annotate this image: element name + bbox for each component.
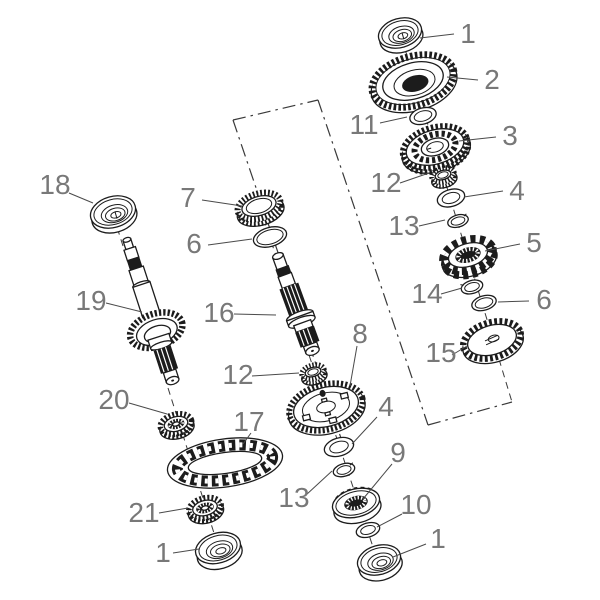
callout-18-bearing: 18 — [39, 169, 70, 200]
callout-6-circlip-right: 6 — [536, 284, 552, 315]
ball-bearing-bottom-left — [194, 531, 243, 571]
callout-4-washer-right: 4 — [509, 175, 525, 206]
leader-16 — [233, 313, 277, 316]
callout-19-countershaft: 19 — [75, 285, 106, 316]
callout-14-washer: 14 — [411, 278, 442, 309]
callout-12-bushing-right: 12 — [370, 167, 401, 198]
callout-5-dog-gear: 5 — [526, 227, 542, 258]
leader-21 — [158, 507, 189, 514]
leader-7 — [201, 199, 243, 207]
leader-14 — [440, 287, 463, 295]
washer-4-lower — [323, 436, 355, 458]
leader-12-middle — [251, 372, 300, 377]
dog-gear-5 — [439, 234, 498, 280]
leader-6-right — [497, 300, 530, 303]
callout-17-chain: 17 — [233, 406, 264, 437]
leader-12-right — [399, 172, 430, 184]
callout-13-circlip-lower: 13 — [278, 482, 309, 513]
washer-14 — [460, 279, 484, 295]
callout-8-gear: 8 — [352, 318, 368, 349]
ball-bearing-top-right — [377, 17, 424, 54]
boundary-right-edge — [317, 99, 429, 426]
callout-10-washer: 10 — [400, 489, 431, 520]
leader-13-lower — [305, 470, 333, 496]
boundary-top-edge — [232, 99, 319, 121]
sprocket-9 — [331, 486, 382, 525]
leader-19 — [105, 302, 143, 313]
callout-13-circlip-right: 13 — [388, 210, 419, 241]
mainshaft-16 — [271, 251, 320, 357]
gear-8 — [286, 380, 366, 436]
countershaft-19 — [122, 236, 186, 386]
leader-20 — [128, 402, 168, 415]
leader-4-right — [463, 190, 504, 198]
circlip-13-right — [447, 213, 469, 229]
boundary-bottom-edge — [427, 401, 513, 426]
bushing-12-right — [429, 165, 458, 189]
callout-2-gear: 2 — [484, 64, 500, 95]
leader-lines — [68, 33, 530, 558]
leader-3 — [458, 136, 497, 142]
callout-11-washer: 11 — [349, 109, 378, 140]
leader-1-bottom-middle — [392, 543, 427, 558]
ring-gear-7 — [234, 189, 285, 227]
callout-1-bearing-bottom-middle: 1 — [430, 523, 446, 554]
leader-10 — [376, 513, 403, 528]
circlip-6-right — [471, 294, 497, 312]
leader-11 — [379, 116, 408, 124]
drive-chain-17 — [166, 437, 284, 489]
leader-1-bottom-left — [172, 548, 200, 554]
gear-15 — [459, 318, 525, 365]
leader-9 — [362, 463, 393, 500]
callout-3-gear: 3 — [502, 120, 518, 151]
callout-6-washer-middle: 6 — [186, 228, 202, 259]
callout-labels: 1 2 11 3 12 4 13 5 14 6 15 7 6 16 12 8 1… — [39, 18, 551, 568]
washer-11 — [409, 106, 437, 126]
callout-1-bearing-bottom-left: 1 — [155, 537, 171, 568]
axis-lines — [109, 25, 513, 569]
leader-17 — [242, 432, 252, 445]
callout-9-sprocket: 9 — [390, 437, 406, 468]
callout-15-gear: 15 — [425, 337, 456, 368]
gear-3 — [399, 123, 472, 175]
leader-15 — [451, 345, 468, 356]
washer-4-right — [436, 188, 466, 208]
leader-13-right — [418, 219, 446, 227]
leader-18 — [68, 192, 94, 204]
circlip-13-lower — [332, 462, 356, 478]
ball-bearing-18 — [89, 195, 138, 234]
callout-20-gear: 20 — [98, 384, 129, 415]
washer-10 — [355, 521, 381, 539]
washer-6-middle — [252, 226, 288, 248]
callout-7-ring-gear: 7 — [180, 182, 196, 213]
leader-4-lower — [351, 416, 378, 445]
gear-20 — [157, 410, 195, 441]
leader-6-middle — [207, 238, 253, 246]
leader-5 — [484, 243, 521, 252]
callout-21-gear: 21 — [128, 497, 159, 528]
leader-1-top-right — [419, 33, 455, 39]
callout-12-bushing-middle: 12 — [222, 359, 253, 390]
gear-21 — [186, 494, 225, 525]
ball-bearing-bottom-middle — [356, 544, 403, 582]
callout-16-mainshaft: 16 — [203, 297, 234, 328]
callout-1-bearing-top-right: 1 — [460, 18, 476, 49]
leader-2 — [446, 76, 479, 81]
bushing-12-middle — [299, 362, 328, 386]
callout-4-washer-lower: 4 — [378, 391, 394, 422]
leader-8 — [349, 345, 358, 387]
gear-2 — [368, 51, 458, 114]
